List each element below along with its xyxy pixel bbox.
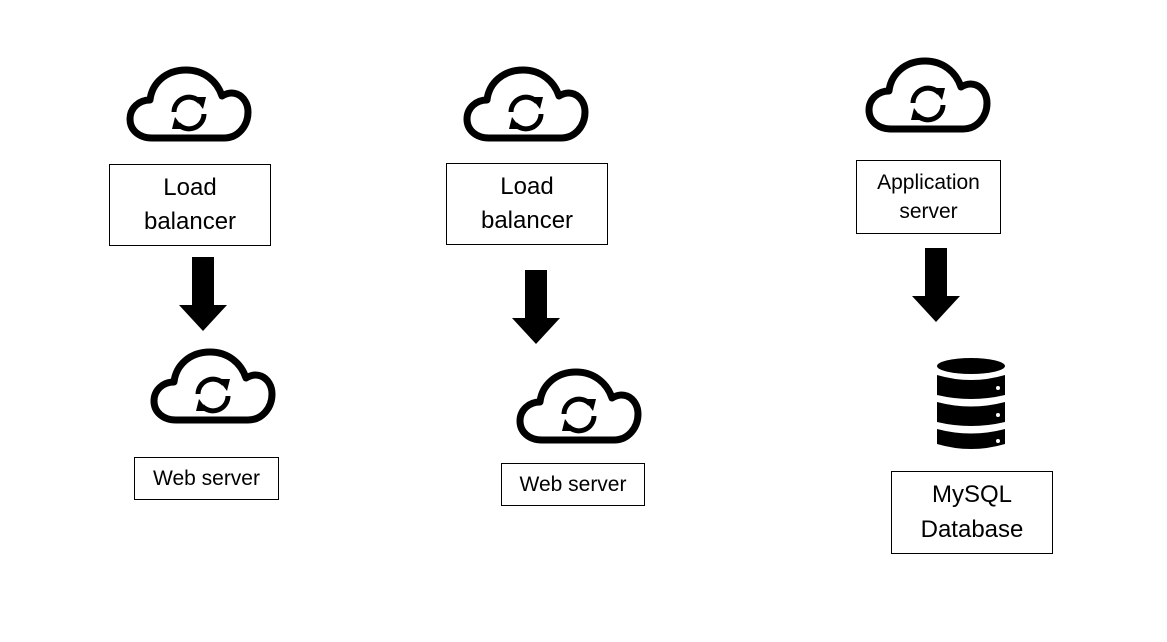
mysql-database-label-line2: Database: [920, 515, 1024, 543]
mysql-database-label-line1: MySQL: [931, 481, 1012, 509]
load-balancer-box: Load balancer: [446, 163, 608, 245]
web-server-box: Web server: [501, 463, 645, 506]
cloud-sync-icon: [126, 66, 252, 142]
load-balancer-label-line1: Load: [163, 173, 217, 201]
load-balancer-label-line2: balancer: [143, 208, 237, 235]
load-balancer-label-line2: balancer: [480, 207, 574, 234]
cloud-sync-icon: [150, 348, 276, 424]
cloud-sync-icon: [463, 66, 589, 142]
application-server-box: Application server: [856, 160, 1001, 234]
cloud-sync-icon: [865, 57, 991, 133]
load-balancer-box: Load balancer: [109, 164, 271, 246]
web-server-box: Web server: [134, 457, 279, 500]
application-server-label-line2: server: [899, 200, 958, 223]
database-icon: [936, 358, 1006, 452]
arrow-down-icon: [512, 270, 560, 344]
arrow-down-icon: [912, 248, 960, 322]
mysql-database-box: MySQL Database: [891, 471, 1053, 554]
cloud-sync-icon: [516, 368, 642, 444]
application-server-label-line1: Application: [877, 170, 980, 194]
web-server-label: Web server: [519, 472, 627, 496]
load-balancer-label-line1: Load: [500, 172, 554, 200]
arrow-down-icon: [179, 257, 227, 331]
web-server-label: Web server: [153, 466, 260, 490]
